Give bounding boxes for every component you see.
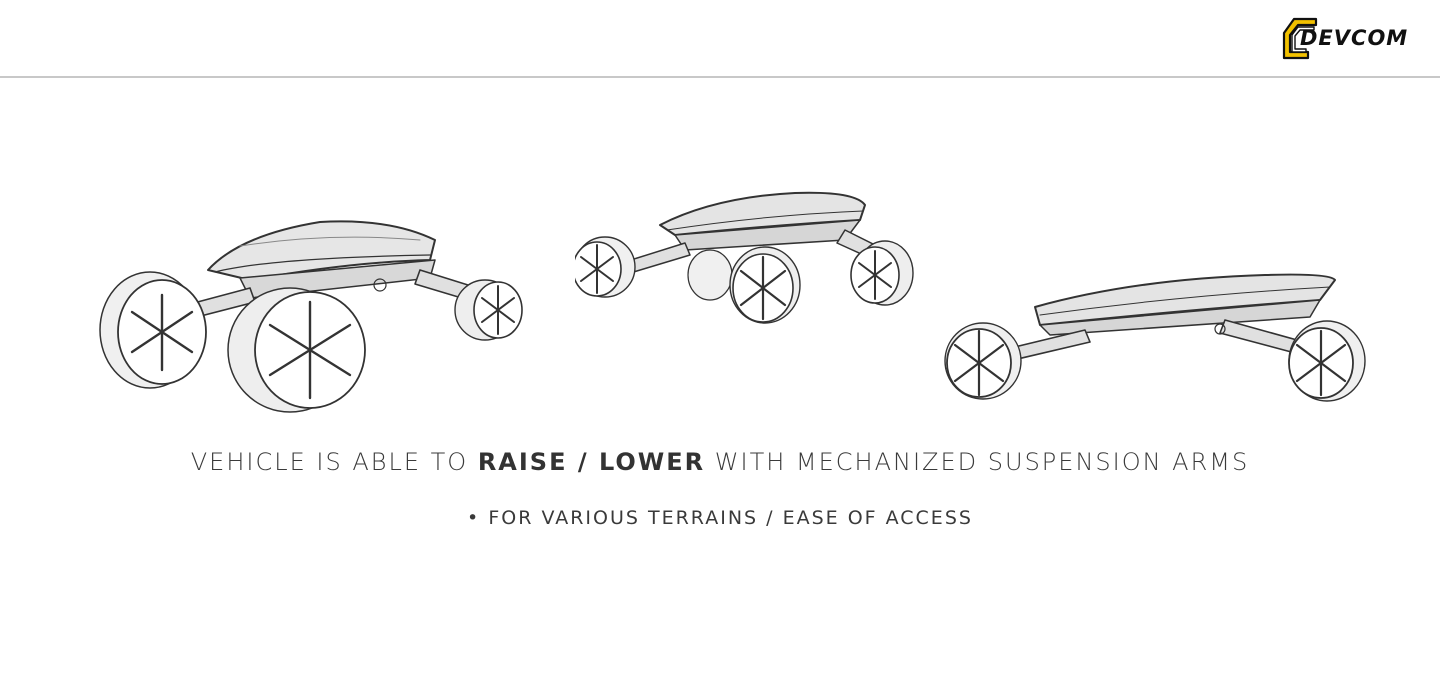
headline-separator: / xyxy=(567,448,599,476)
bullet-symbol: • xyxy=(467,507,481,529)
headline: VEHICLE IS ABLE TO RAISE / LOWER WITH ME… xyxy=(0,448,1440,476)
bullet-text: FOR VARIOUS TERRAINS / EASE OF ACCESS xyxy=(488,507,973,529)
header: DEVCOM xyxy=(0,0,1440,78)
headline-text-start: VEHICLE IS ABLE TO xyxy=(190,448,478,476)
devcom-logo: DEVCOM xyxy=(1280,16,1420,64)
header-divider xyxy=(0,76,1440,78)
headline-text-end: WITH MECHANIZED SUSPENSION ARMS xyxy=(705,448,1250,476)
headline-raise: RAISE xyxy=(477,448,568,476)
vehicle-sketch-lowered xyxy=(944,273,1366,402)
logo-mark-icon xyxy=(1282,17,1318,60)
bullet-point: • FOR VARIOUS TERRAINS / EASE OF ACCESS xyxy=(0,507,1440,529)
vehicle-sketch-mid xyxy=(575,191,914,324)
logo-text: DEVCOM xyxy=(1300,26,1409,50)
headline-lower: LOWER xyxy=(598,448,706,476)
vehicle-sketch-raised xyxy=(99,220,523,413)
